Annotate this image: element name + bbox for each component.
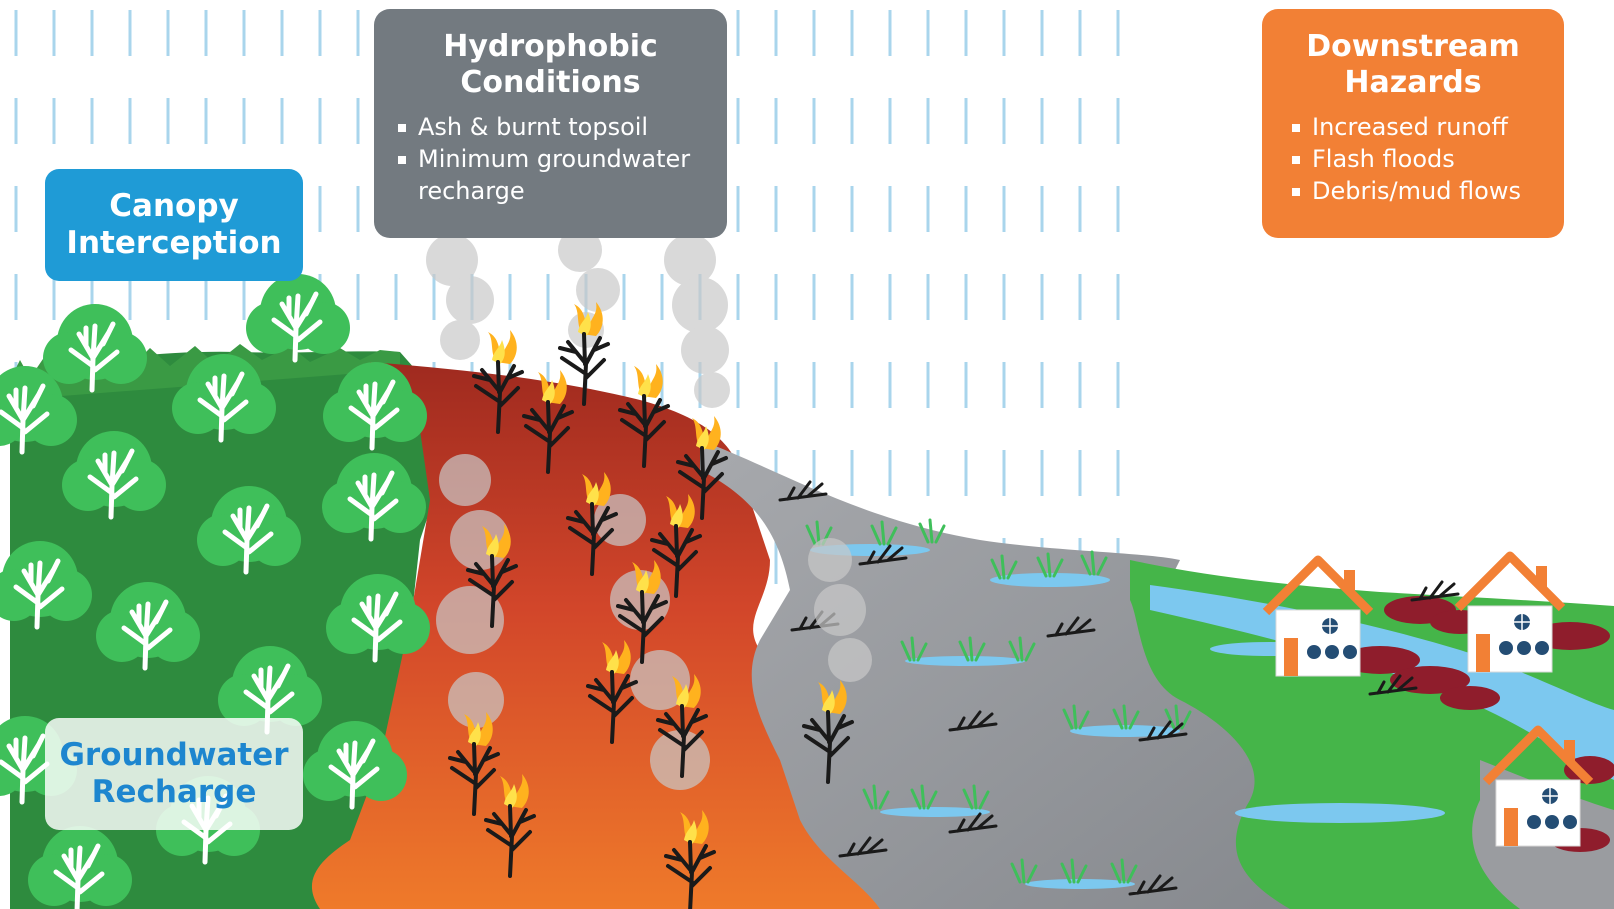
downstream-bullet-list: Increased runoff Flash floods Debris/mud… bbox=[1290, 111, 1542, 207]
hydrophobic-bullet-list: Ash & burnt topsoil Minimum groundwater … bbox=[396, 111, 705, 207]
river bbox=[1150, 585, 1614, 780]
hydrophobic-conditions-callout: Hydrophobic Conditions Ash & burnt topso… bbox=[374, 9, 727, 238]
groundwater-recharge-label: Groundwater Recharge bbox=[45, 718, 303, 830]
smoke-plumes bbox=[426, 228, 872, 790]
downstream-title: Downstream Hazards bbox=[1306, 29, 1520, 100]
hydrophobic-bullet: Ash & burnt topsoil bbox=[396, 111, 705, 143]
downstream-hazards-callout: Downstream Hazards Increased runoff Flas… bbox=[1262, 9, 1564, 238]
downstream-bullet: Increased runoff bbox=[1290, 111, 1542, 143]
hydrophobic-bullet: Minimum groundwater recharge bbox=[396, 143, 705, 207]
hydrophobic-title: Hydrophobic Conditions bbox=[443, 29, 658, 100]
canopy-interception-label: Canopy Interception bbox=[45, 169, 303, 281]
downstream-bullet: Flash floods bbox=[1290, 143, 1542, 175]
downstream-bullet: Debris/mud flows bbox=[1290, 175, 1542, 207]
